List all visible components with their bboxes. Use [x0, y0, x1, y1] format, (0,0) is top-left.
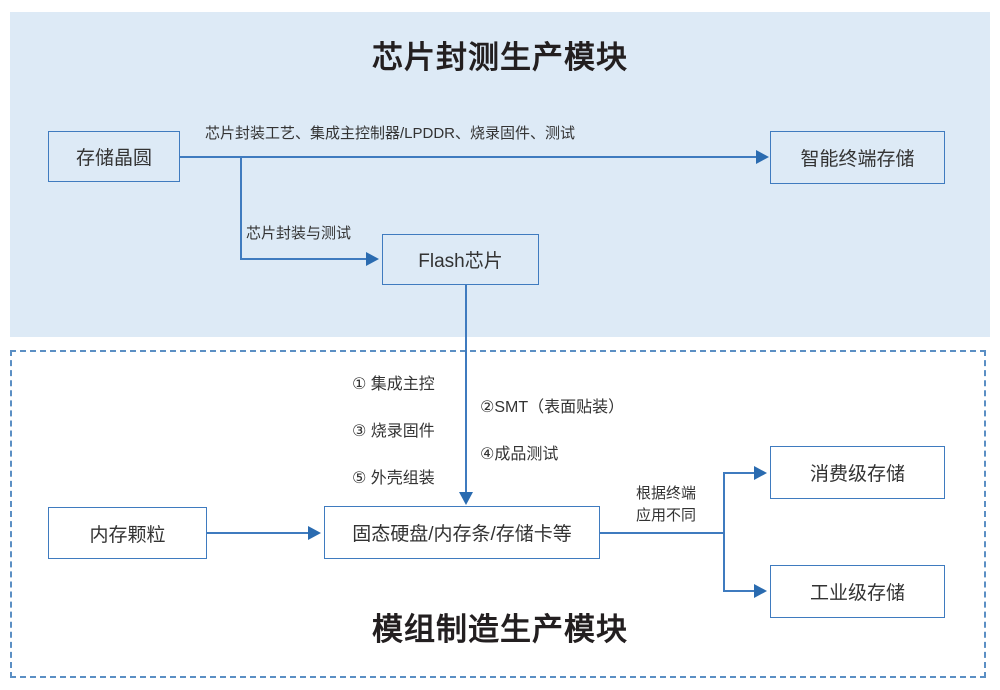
connector-wafer-to-terminal — [180, 156, 758, 158]
connector-split-to-consumer — [723, 472, 756, 474]
process-step-3: ③ 烧录固件 — [352, 423, 435, 440]
edge-label-wafer-to-terminal: 芯片封装工艺、集成主控制器/LPDDR、烧录固件、测试 — [205, 125, 576, 142]
connector-products-to-split — [600, 532, 724, 534]
node-smart-terminal-storage[interactable]: 智能终端存储 — [770, 131, 945, 184]
arrowhead-flash-to-module-products — [459, 492, 473, 505]
arrowhead-branch-to-flash — [366, 252, 379, 266]
process-step-4: ④成品测试 — [480, 446, 559, 463]
edge-label-wafer-to-flash: 芯片封装与测试 — [246, 225, 352, 242]
process-step-1: ① 集成主控 — [352, 376, 435, 393]
connector-branch-down-to-flash — [240, 157, 242, 259]
chip-packaging-module-panel — [10, 12, 990, 337]
arrowhead-wafer-to-terminal — [756, 150, 769, 164]
process-step-2: ②SMT（表面贴装） — [480, 399, 625, 416]
top-module-title: 芯片封测生产模块 — [372, 40, 628, 75]
edge-label-branch-line2: 应用不同 — [635, 507, 696, 524]
bottom-module-title: 模组制造生产模块 — [372, 612, 628, 647]
arrowhead-split-to-consumer — [754, 466, 767, 480]
connector-branch-to-flash — [240, 258, 368, 260]
connector-granule-to-products — [207, 532, 310, 534]
connector-split-to-industrial — [723, 590, 756, 592]
node-memory-granule[interactable]: 内存颗粒 — [48, 507, 207, 559]
node-flash-chip[interactable]: Flash芯片 — [382, 234, 539, 285]
process-step-5: ⑤ 外壳组装 — [352, 470, 435, 487]
arrowhead-split-to-industrial — [754, 584, 767, 598]
connector-split-vertical — [723, 472, 725, 592]
node-storage-wafer[interactable]: 存储晶圆 — [48, 131, 180, 182]
node-consumer-storage[interactable]: 消费级存储 — [770, 446, 945, 499]
node-module-products[interactable]: 固态硬盘/内存条/存储卡等 — [324, 506, 600, 559]
arrowhead-granule-to-products — [308, 526, 321, 540]
node-industrial-storage[interactable]: 工业级存储 — [770, 565, 945, 618]
connector-flash-to-module-products — [465, 285, 467, 492]
edge-label-branch-line1: 根据终端 — [635, 485, 696, 502]
